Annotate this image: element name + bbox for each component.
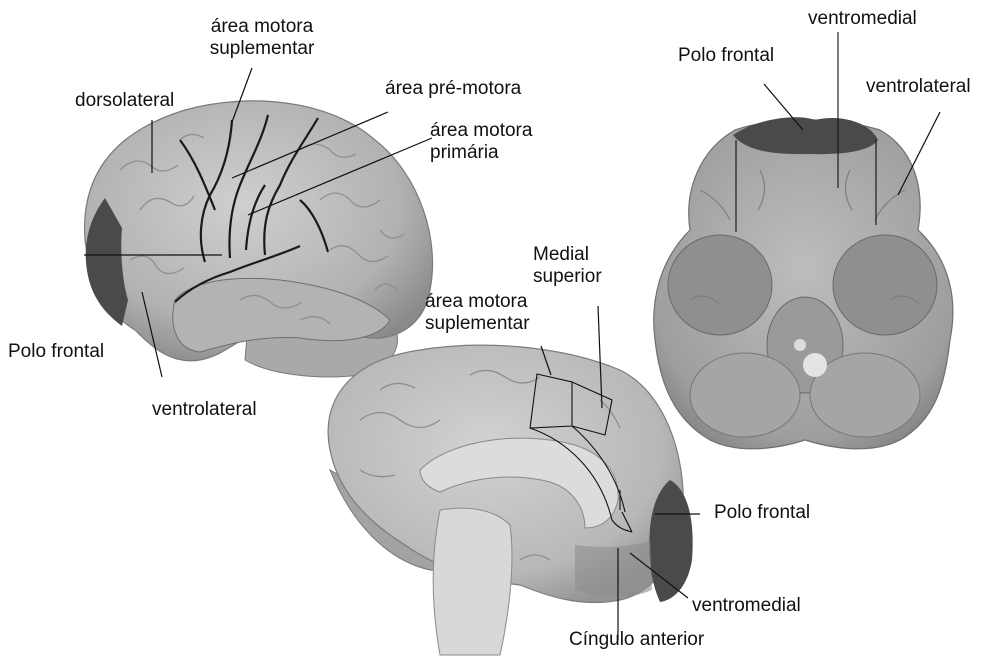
label-ventral-ventromedial: ventromedial [808, 8, 917, 30]
ventral-right-temporal [833, 235, 937, 335]
label-lateral-polo-frontal: Polo frontal [8, 341, 104, 363]
ventral-highlight-dot [794, 339, 806, 351]
label-lateral-area-motora-suplementar: área motora suplementar [187, 16, 337, 60]
label-medial-cingulo-anterior: Cíngulo anterior [569, 629, 704, 651]
label-medial-ventromedial: ventromedial [692, 595, 801, 617]
label-lateral-area-pre-motora: área pré-motora [385, 78, 521, 100]
medial-brainstem [433, 508, 512, 655]
medial-ventromedial-region [575, 540, 652, 597]
label-ventral-ventrolateral: ventrolateral [866, 76, 971, 98]
label-lateral-dorsolateral: dorsolateral [75, 90, 174, 112]
lateral-brain-view [84, 101, 433, 377]
ventral-cerebellum-left [690, 353, 800, 437]
label-medial-polo-frontal: Polo frontal [714, 502, 810, 524]
label-lateral-ventrolateral: ventrolateral [152, 399, 257, 421]
ventral-pons-highlight [803, 353, 827, 377]
ventral-frontal-pole-region [733, 117, 878, 154]
label-medial-medial-superior: Medial superior [533, 244, 613, 288]
medial-brain-view [328, 345, 693, 655]
label-lateral-area-motora-primaria: área motora primária [430, 120, 550, 164]
label-ventral-polo-frontal: Polo frontal [678, 45, 774, 67]
label-medial-area-motora-suplementar: área motora suplementar [425, 291, 555, 335]
ventral-left-temporal [668, 235, 772, 335]
